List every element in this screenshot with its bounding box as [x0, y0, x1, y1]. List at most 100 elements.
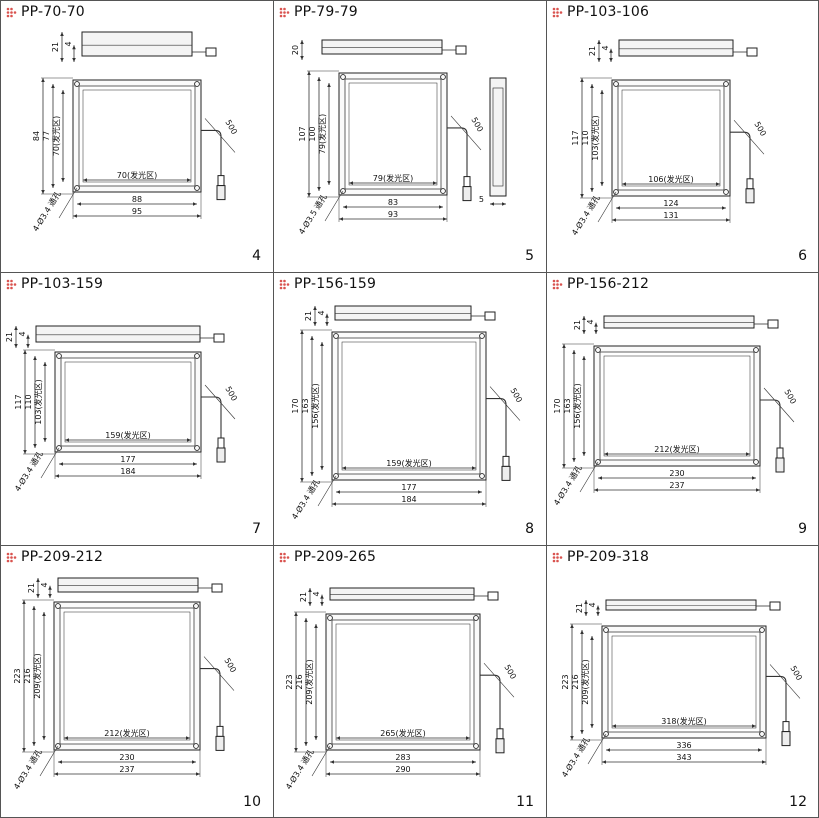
hole-callout: 4-Ø3.4 通孔 — [12, 449, 45, 493]
panel-title: PP-156-212 — [567, 276, 650, 292]
dim-side-inner: 4 — [586, 319, 595, 324]
dim-side-total: 21 — [5, 332, 14, 342]
arrowhead — [192, 760, 196, 764]
glow-area — [344, 78, 442, 190]
dim-w-mid: 83 — [388, 198, 398, 207]
dim-w-glow: 212(发光区) — [654, 444, 700, 454]
arrowhead — [33, 444, 37, 448]
arrowhead — [43, 362, 47, 366]
logo-dot — [556, 555, 559, 559]
arrowhead — [304, 742, 308, 746]
arrowhead — [476, 772, 480, 776]
hole-callout: 4-Ø3.4 通孔 — [30, 189, 63, 233]
dim-line-cable — [769, 664, 801, 699]
leader-line — [40, 447, 60, 479]
mount-hole — [327, 743, 333, 749]
panel-number: 10 — [243, 794, 261, 810]
mount-hole — [440, 188, 446, 194]
glow-area-inner — [621, 89, 721, 187]
logo-dot — [552, 559, 556, 562]
glow-area — [59, 607, 195, 745]
arrowhead — [26, 344, 30, 348]
panel-number: 6 — [798, 248, 807, 264]
panel-title: PP-103-106 — [567, 4, 650, 20]
logo-dot — [10, 282, 13, 286]
arrowhead — [472, 760, 476, 764]
dim-side-total: 20 — [291, 45, 300, 55]
panel-number: 9 — [798, 521, 807, 537]
arrowhead — [304, 618, 308, 622]
arrowhead — [41, 78, 45, 82]
logo-dots-icon — [552, 552, 563, 562]
arrowhead — [36, 578, 40, 582]
arrowhead — [314, 736, 318, 740]
arrowhead — [330, 760, 334, 764]
panel-number: 8 — [525, 521, 534, 537]
glow-area-inner — [335, 623, 471, 741]
dim-h-glow: 103(发光区) — [590, 115, 600, 161]
arrowhead — [60, 58, 64, 62]
arrowhead — [612, 218, 616, 222]
arrowhead — [14, 344, 18, 348]
dim-w-mid: 177 — [120, 455, 135, 464]
dim-side-inner: 4 — [64, 41, 73, 46]
arrowhead — [300, 40, 304, 44]
dim-h-mid: 163 — [301, 398, 310, 413]
dim-thickness: 5 — [479, 195, 484, 204]
logo-dots-icon — [552, 279, 563, 289]
dim-w-outer: 131 — [663, 211, 678, 220]
dim-h-outer: 107 — [298, 126, 307, 141]
leader-line — [311, 745, 331, 777]
arrowhead — [758, 748, 762, 752]
arrowhead — [466, 736, 470, 740]
mount-hole — [723, 189, 729, 195]
logo-dots-icon — [552, 7, 563, 17]
logo-dot — [279, 559, 283, 562]
dim-w-mid: 336 — [676, 741, 691, 750]
leader-line — [58, 187, 78, 219]
arrowhead — [594, 488, 598, 492]
logo-dot — [559, 10, 563, 14]
panel-title: PP-156-159 — [294, 276, 377, 292]
panel-header: PP-209-318 — [552, 548, 649, 566]
panel-title: PP-209-318 — [567, 549, 650, 565]
arrowhead — [590, 636, 594, 640]
mount-hole — [340, 188, 346, 194]
leader-line — [317, 475, 337, 507]
arrowhead — [590, 188, 594, 192]
dim-h-mid: 216 — [23, 668, 32, 683]
glow-area — [617, 85, 725, 191]
logo-dot — [552, 10, 556, 14]
arrowhead — [187, 178, 191, 182]
arrowhead — [33, 356, 37, 360]
dim-h-glow: 156(发光区) — [310, 383, 320, 429]
arrowhead — [582, 356, 586, 360]
cable — [201, 396, 222, 438]
cable-length: 500 — [469, 116, 484, 134]
mount-hole — [194, 353, 200, 359]
dim-side-total: 21 — [573, 320, 582, 330]
arrowhead — [196, 772, 200, 776]
arrowhead — [562, 344, 566, 348]
side-view — [329, 587, 475, 601]
logo-dot — [6, 555, 10, 559]
logo-dot — [6, 286, 10, 289]
dim-w-glow: 106(发光区) — [648, 174, 694, 184]
dim-side-inner: 4 — [40, 582, 49, 587]
arrowhead — [746, 452, 750, 456]
arrowhead — [55, 474, 59, 478]
dim-h-glow: 209(发光区) — [32, 653, 42, 699]
logo-dot — [279, 555, 283, 559]
connector-plug — [217, 175, 225, 187]
arrowhead — [64, 736, 68, 740]
side-view — [321, 39, 443, 55]
hole-callout: 4-Ø3.4 通孔 — [569, 193, 602, 237]
logo-dot — [279, 279, 283, 282]
logo-dot — [10, 279, 13, 282]
panel-number: 11 — [516, 794, 534, 810]
arrowhead — [339, 217, 343, 221]
